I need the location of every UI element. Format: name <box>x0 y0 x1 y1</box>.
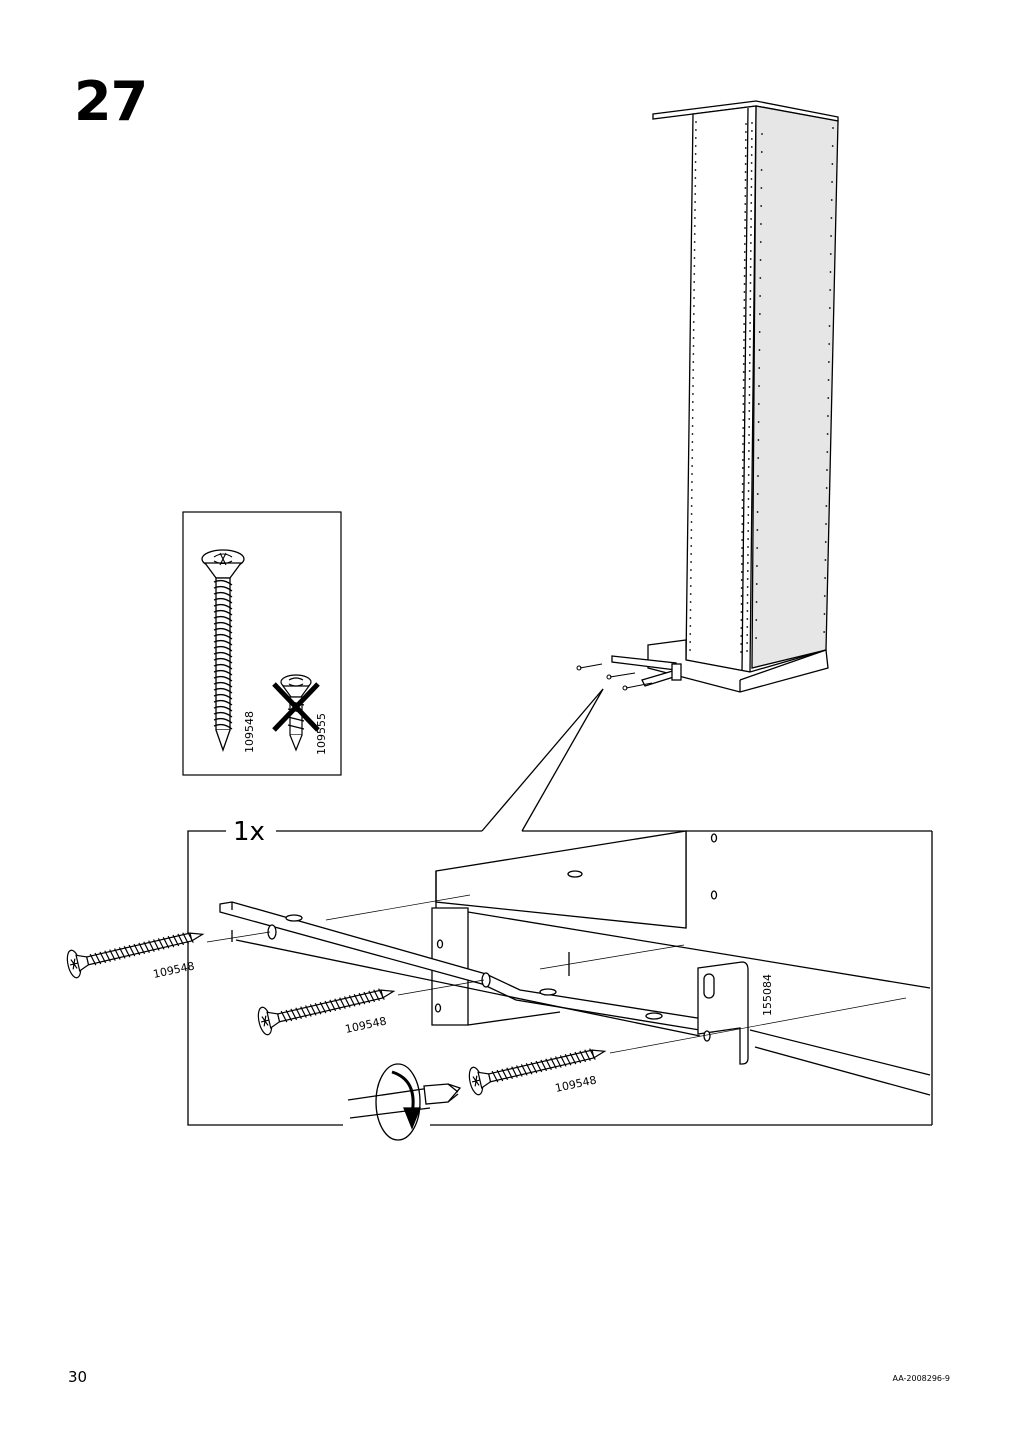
screw-label-3: 109548 <box>554 1073 598 1094</box>
cross-out-icon <box>272 682 320 732</box>
quantity-label: 1x <box>233 817 265 847</box>
screwdriver-rotate-icon <box>347 1063 462 1141</box>
long-screw-icon <box>201 549 245 752</box>
wrong-screw-label: 109555 <box>315 713 328 755</box>
guide-lines <box>206 894 907 1054</box>
cabinet-hole-rows <box>689 121 834 653</box>
screw-label-1: 109548 <box>152 959 196 980</box>
cabinet-illustration <box>611 100 839 693</box>
phillips-head-icon <box>213 552 233 566</box>
screw-check-box: 109548 109555 <box>182 511 342 776</box>
correct-screw-label: 109548 <box>243 711 256 753</box>
screw-label-2: 109548 <box>344 1014 388 1035</box>
document-code: AA-2008296-9 <box>892 1374 950 1383</box>
step-number: 27 <box>74 70 148 133</box>
page-number: 30 <box>68 1368 88 1386</box>
rail-part-label: 155084 <box>761 974 774 1016</box>
detail-screws <box>66 931 607 1096</box>
cabinet-screws <box>576 663 653 691</box>
detail-illustration <box>219 830 931 1096</box>
callout-lines <box>481 688 604 832</box>
detail-frame <box>187 830 933 1126</box>
